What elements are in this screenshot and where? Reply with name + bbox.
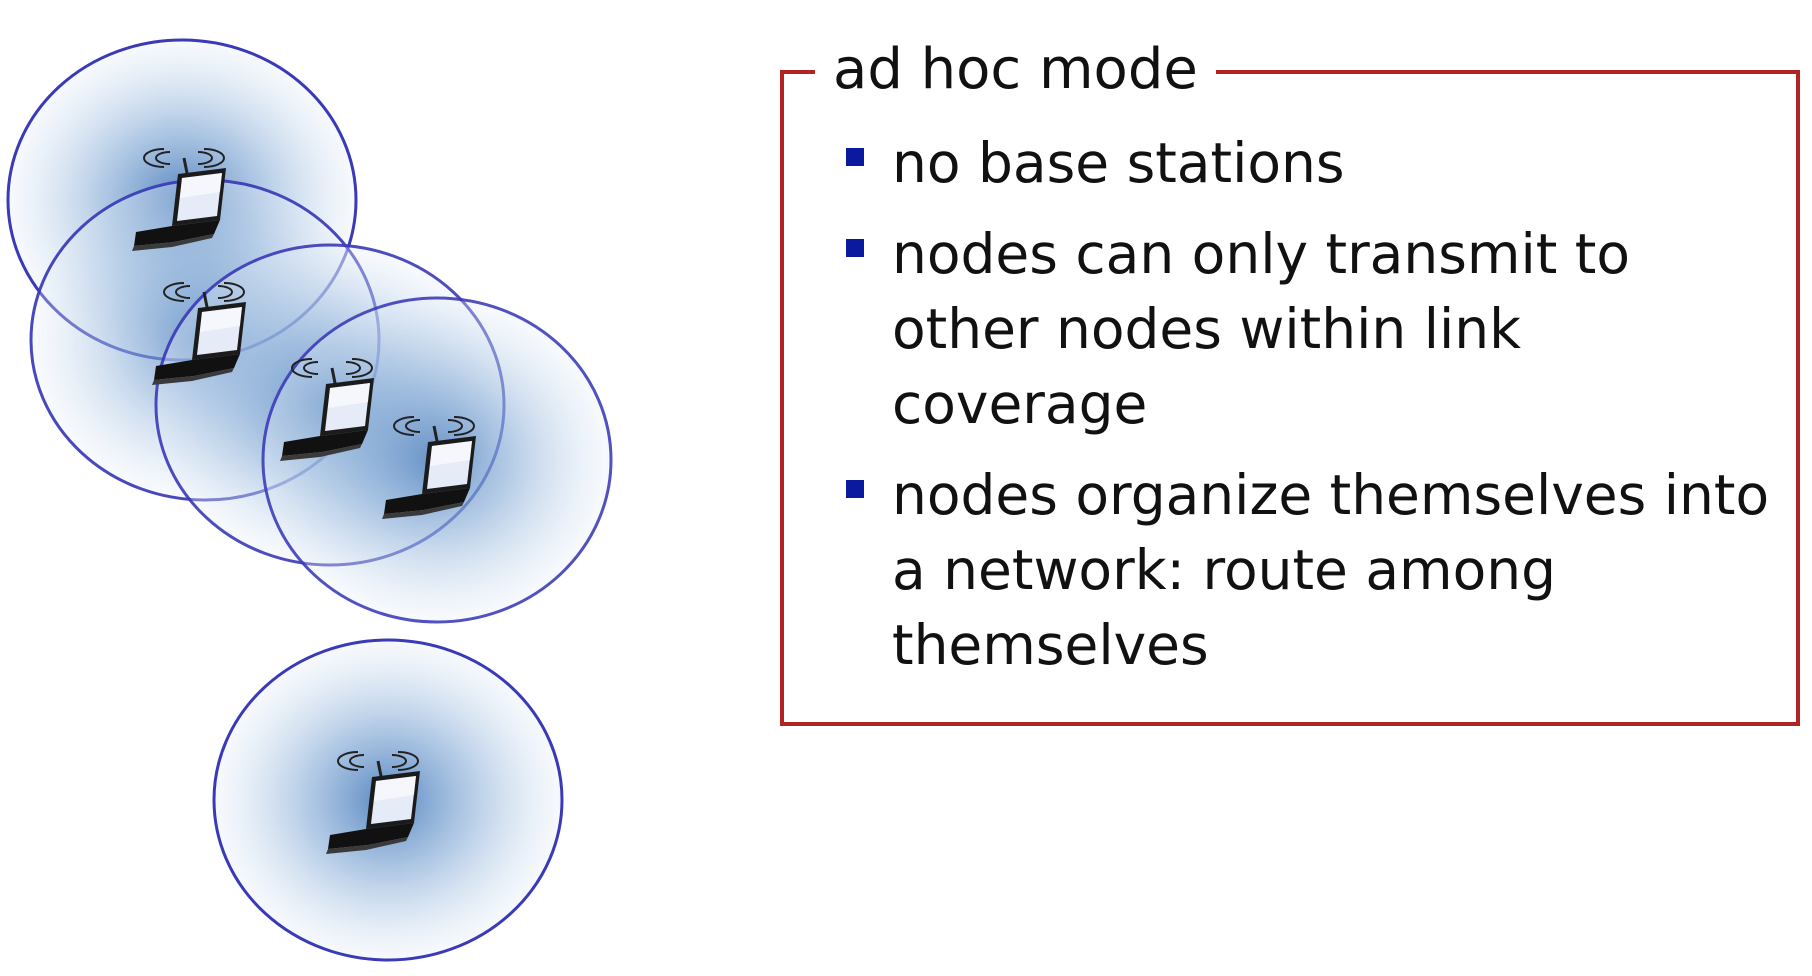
list-item: nodes can only transmit to other nodes w…: [840, 217, 1790, 442]
bullet-text: nodes organize themselves into a network…: [892, 463, 1770, 677]
list-item: nodes organize themselves into a network…: [840, 458, 1790, 683]
bullet-text: nodes can only transmit to other nodes w…: [892, 222, 1631, 436]
bullet-list: no base stations nodes can only transmit…: [840, 126, 1790, 699]
ad-hoc-mode-panel: [780, 70, 1800, 726]
bullet-text: no base stations: [892, 131, 1345, 195]
square-bullet-icon: [846, 239, 864, 257]
list-item: no base stations: [840, 126, 1790, 201]
panel-title: ad hoc mode: [815, 32, 1216, 108]
square-bullet-icon: [846, 148, 864, 166]
square-bullet-icon: [846, 480, 864, 498]
ad-hoc-network-diagram: [6, 38, 613, 962]
